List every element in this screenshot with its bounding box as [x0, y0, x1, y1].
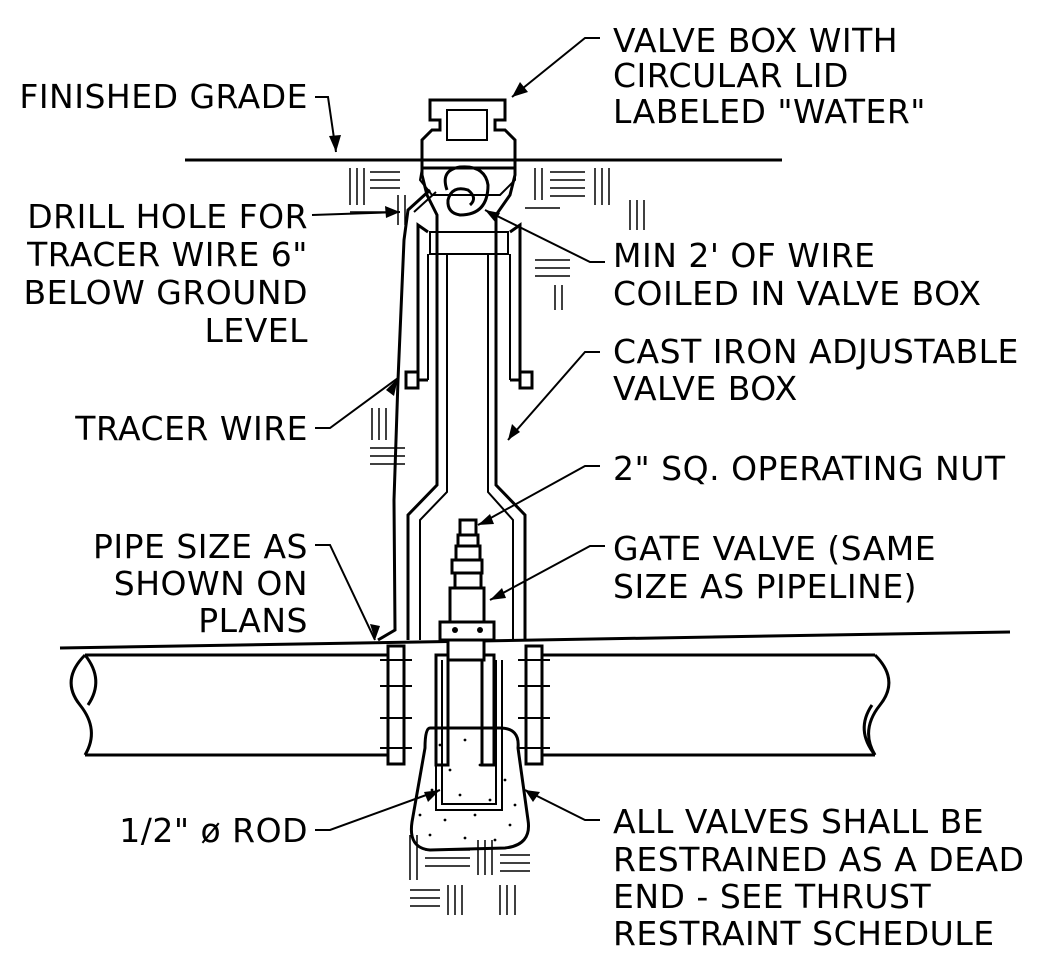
tracer-wire-2: [413, 191, 437, 213]
label-restrained-line-3: END - SEE THRUST: [613, 877, 931, 916]
valve-box: [404, 98, 534, 640]
label-gate-valve-line-2: SIZE AS PIPELINE): [613, 567, 917, 606]
label-cast-iron-line-1: CAST IRON ADJUSTABLE: [613, 332, 1019, 371]
label-gate-valve-line-1: GATE VALVE (SAME: [613, 529, 936, 568]
label-valve-box: VALVE BOX WITH CIRCULAR LID LABELED "WAT…: [613, 21, 926, 131]
label-drill-hole: DRILL HOLE FOR TRACER WIRE 6" BELOW GROU…: [23, 197, 308, 350]
pipe-flanges: [380, 644, 550, 767]
label-operating-nut: 2" SQ. OPERATING NUT: [613, 449, 1006, 488]
label-restrained: ALL VALVES SHALL BE RESTRAINED AS A DEAD…: [613, 802, 1025, 953]
label-rod-line-1: 1/2" ø ROD: [119, 811, 308, 850]
label-finished-grade: FINISHED GRADE: [19, 77, 308, 116]
label-valve-box-line-1: VALVE BOX WITH: [613, 21, 898, 60]
soil-hatch-mid: [370, 259, 570, 465]
label-drill-hole-line-1: DRILL HOLE FOR: [27, 197, 308, 236]
label-rod: 1/2" ø ROD: [119, 811, 308, 850]
label-drill-hole-line-2: TRACER WIRE 6": [26, 235, 308, 274]
gate-valve: [438, 518, 496, 662]
label-pipe-size-line-1: PIPE SIZE AS: [93, 527, 308, 566]
label-restrained-line-2: RESTRAINED AS A DEAD: [613, 840, 1025, 879]
label-pipe-size: PIPE SIZE AS SHOWN ON PLANS: [93, 527, 308, 640]
label-gate-valve: GATE VALVE (SAME SIZE AS PIPELINE): [613, 529, 936, 606]
label-cast-iron-line-2: VALVE BOX: [613, 369, 798, 408]
leader-lines: [311, 37, 605, 831]
label-min-wire-line-1: MIN 2' OF WIRE: [613, 236, 876, 275]
label-drill-hole-line-4: LEVEL: [204, 311, 308, 350]
tracer-wire: [377, 188, 432, 642]
pipe-grade-line: [59, 630, 1011, 650]
label-min-wire-line-2: COILED IN VALVE BOX: [613, 274, 982, 313]
label-pipe-size-line-3: PLANS: [198, 601, 308, 640]
label-drill-hole-line-3: BELOW GROUND: [23, 273, 308, 312]
label-finished-grade-line-1: FINISHED GRADE: [19, 77, 308, 116]
soil-hatch-grade: [349, 168, 645, 230]
label-tracer-wire-line-1: TRACER WIRE: [74, 409, 308, 448]
label-valve-box-line-3: LABELED "WATER": [613, 92, 926, 131]
concrete-thrust-block: [409, 660, 531, 852]
label-min-wire: MIN 2' OF WIRE COILED IN VALVE BOX: [613, 236, 982, 313]
label-restrained-line-1: ALL VALVES SHALL BE: [613, 802, 984, 841]
label-operating-nut-line-1: 2" SQ. OPERATING NUT: [613, 449, 1006, 488]
label-cast-iron: CAST IRON ADJUSTABLE VALVE BOX: [613, 332, 1019, 408]
arrow-heads: [329, 82, 540, 802]
label-valve-box-line-2: CIRCULAR LID: [613, 56, 849, 95]
label-restrained-line-4: RESTRAINT SCHEDULE: [613, 914, 995, 953]
main-pipe: [69, 653, 891, 757]
label-pipe-size-line-2: SHOWN ON: [114, 564, 308, 603]
label-tracer-wire: TRACER WIRE: [74, 409, 308, 448]
